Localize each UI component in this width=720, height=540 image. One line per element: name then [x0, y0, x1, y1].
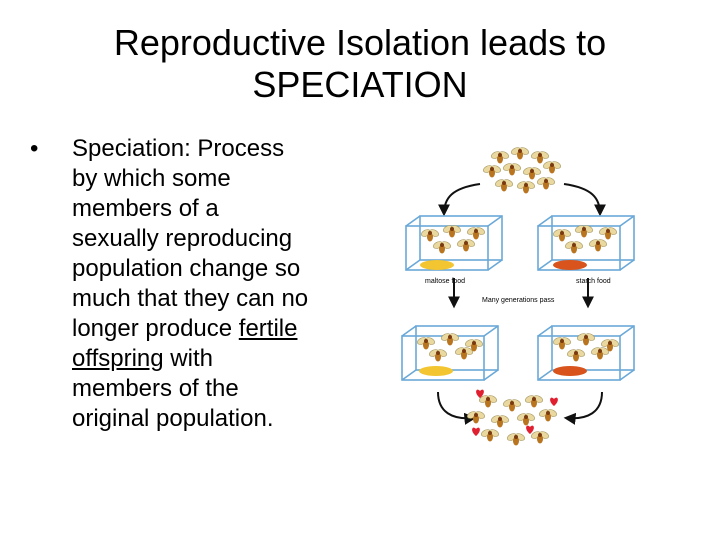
fruit-fly-icon [417, 337, 435, 350]
fruit-fly-icon [575, 225, 593, 238]
fruit-fly-icon [567, 349, 585, 362]
fruit-fly-icon [443, 225, 461, 238]
fruit-fly-icon [553, 337, 571, 350]
fruit-fly-icon [503, 399, 521, 412]
slide-title: Reproductive Isolation leads to SPECIATI… [60, 22, 660, 106]
heart-icon [550, 397, 558, 406]
fruit-fly-icon [481, 429, 499, 442]
bullet-line-text: with [163, 345, 213, 372]
bullet-line: sexually reproducing [72, 225, 293, 252]
fruit-fly-icon [531, 151, 549, 164]
fruit-fly-icon [503, 163, 521, 176]
fruit-fly-icon [577, 333, 595, 346]
bullet-speciation: • Speciation: Process by which some memb… [30, 134, 362, 434]
fruit-fly-icon [523, 167, 541, 180]
bullet-line: population change so [72, 255, 301, 282]
fruit-fly-icon [455, 347, 473, 360]
label-starch-food: starch food [576, 278, 611, 285]
arrow-top-left [438, 183, 481, 217]
label-maltose-food: maltose food [425, 278, 465, 285]
fruit-fly-icon [531, 431, 549, 444]
fruit-fly-icon [553, 229, 571, 242]
cage-top-right [537, 215, 635, 271]
underlined-fertile: fertile [238, 315, 298, 342]
fruit-fly-icon [433, 241, 451, 254]
starch-food-dish-bottom [553, 366, 587, 376]
heart-icon [526, 425, 534, 434]
cage-top-left [405, 215, 503, 271]
fruit-fly-icon [495, 179, 513, 192]
fruit-fly-icon [537, 177, 555, 190]
fruit-fly-icon [457, 239, 475, 252]
starch-food-dish-top [553, 260, 587, 270]
fruit-fly-icon [601, 339, 619, 352]
fruit-fly-icon [467, 227, 485, 240]
title-line-1: Reproductive Isolation leads to [113, 22, 607, 63]
underlined-offspring: offspring [72, 345, 164, 372]
fruit-fly-icon [507, 433, 525, 446]
maltose-food-dish-top [420, 260, 454, 270]
heart-icon [476, 389, 484, 398]
bullet-line: members of a [72, 195, 219, 222]
hearts [472, 389, 558, 436]
fruit-fly-icon [589, 239, 607, 252]
arrow-bottom-right [563, 391, 603, 425]
bullet-line: longer produce fertile [72, 314, 362, 344]
fruit-fly-icon [441, 333, 459, 346]
maltose-food-dish-bottom [419, 366, 453, 376]
fruit-fly-icon [465, 339, 483, 352]
bullet-line: original population. [72, 405, 274, 432]
bullet-text: Speciation: Process by which some member… [72, 134, 362, 434]
fruit-fly-icon [543, 161, 561, 174]
fruit-fly-icon [483, 165, 501, 178]
bullet-line: by which some [72, 165, 231, 192]
heart-icon [472, 427, 480, 436]
title-line-2: SPECIATION [252, 64, 468, 105]
fruit-fly-icon [421, 229, 439, 242]
bullet-line-text: longer produce [72, 315, 239, 342]
cage-bottom-left [401, 325, 499, 381]
fruit-fly-icon [491, 415, 509, 428]
bullet-mark: • [30, 135, 39, 162]
fruit-fly-icon [467, 411, 485, 424]
fruit-fly-icon [565, 241, 583, 254]
fruit-fly-icon [599, 227, 617, 240]
bullet-line: much that they can no [72, 285, 309, 312]
fruit-fly-icon [511, 147, 529, 160]
bullet-line: offspring with [72, 344, 362, 374]
fruit-fly-icon [517, 413, 535, 426]
fruit-flies [417, 147, 619, 446]
bullet-line: Speciation: Process [72, 135, 285, 162]
fruit-fly-icon [479, 395, 497, 408]
speciation-diagram: maltose food starch food Many generation… [401, 147, 635, 446]
fruit-fly-icon [491, 151, 509, 164]
label-many-generations: Many generations pass [482, 297, 555, 304]
arrow-top-right [563, 183, 606, 217]
fruit-fly-icon [429, 349, 447, 362]
fruit-fly-icon [525, 395, 543, 408]
fruit-fly-icon [539, 409, 557, 422]
fruit-fly-icon [591, 347, 609, 360]
bullet-line: members of the [72, 375, 239, 402]
fruit-fly-icon [517, 181, 535, 194]
